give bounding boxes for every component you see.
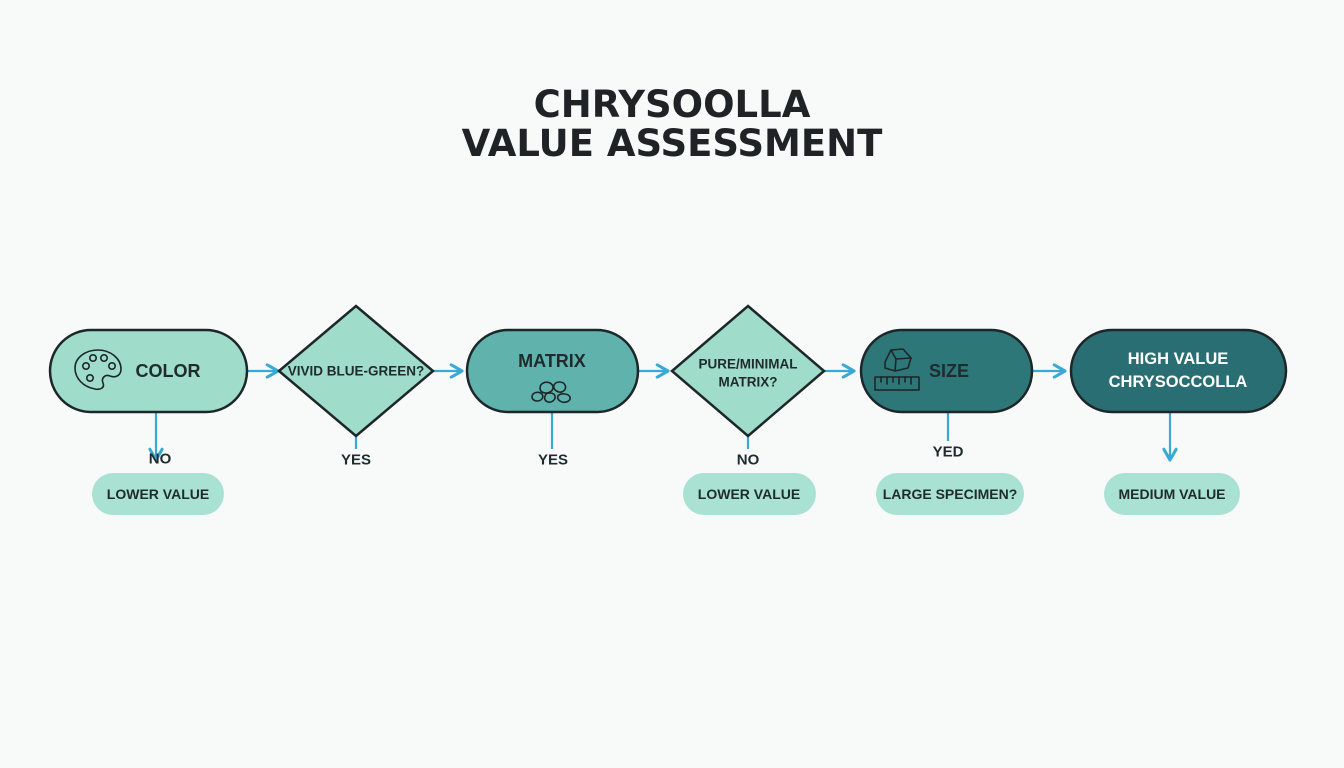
node-pure-label-2: MATRIX?: [719, 375, 778, 390]
node-pure-decision: PURE/MINIMAL MATRIX?: [670, 304, 826, 438]
vertical-connectors: [148, 412, 1178, 462]
pill-lower-value-2-label: LOWER VALUE: [698, 486, 800, 502]
outcome-medium-value: MEDIUM VALUE: [1104, 473, 1240, 515]
node-matrix-label: MATRIX: [518, 351, 586, 371]
title-line-2: VALUE ASSESSMENT: [462, 122, 883, 165]
node-matrix: MATRIX: [465, 328, 640, 414]
node-high-shape: [1069, 328, 1288, 414]
node-high-label-1: HIGH VALUE: [1128, 350, 1229, 368]
outcome-large-specimen: LARGE SPECIMEN?: [876, 473, 1024, 515]
outcome-pills: LOWER VALUE LOWER VALUE LARGE SPECIMEN? …: [92, 473, 1240, 515]
node-pure-label-1: PURE/MINIMAL: [699, 357, 798, 372]
pill-medium-value-label: MEDIUM VALUE: [1118, 486, 1225, 502]
node-size: SIZE: [859, 328, 1034, 414]
outcome-lower-value-2: LOWER VALUE: [683, 473, 816, 515]
outcome-lower-value-1: LOWER VALUE: [92, 473, 224, 515]
page-title: CHRYSOOLLA VALUE ASSESSMENT: [462, 83, 883, 165]
node-vivid-label: VIVID BLUE-GREEN?: [288, 364, 425, 379]
node-matrix-shape: [465, 328, 640, 414]
node-size-label: SIZE: [929, 361, 969, 381]
node-vivid-shape: [277, 304, 435, 438]
edge-label-vivid-yes: YES: [341, 452, 371, 469]
rock-ruler-icon: [874, 348, 920, 391]
pill-lower-value-2-shape: [683, 473, 816, 515]
pill-medium-value-shape: [1104, 473, 1240, 515]
node-high-label-2: CHRYSOCCOLLA: [1109, 373, 1248, 391]
pill-lower-value-1-shape: [92, 473, 224, 515]
pill-large-specimen-shape: [876, 473, 1024, 515]
node-vivid-decision: VIVID BLUE-GREEN?: [277, 304, 435, 438]
edge-label-matrix-yes: YES: [538, 452, 568, 469]
title-line-1: CHRYSOOLLA: [534, 83, 811, 126]
edge-label-pure-no: NO: [737, 452, 760, 469]
node-pure-shape: [670, 304, 826, 438]
edge-label-color-no: NO: [149, 451, 172, 468]
pill-large-specimen-label: LARGE SPECIMEN?: [883, 486, 1018, 502]
stones-icon: [531, 381, 571, 404]
pill-lower-value-1-label: LOWER VALUE: [107, 486, 209, 502]
node-color-label: COLOR: [136, 361, 201, 381]
node-color: COLOR: [48, 328, 249, 414]
edge-labels: NO YES YES NO YED: [149, 444, 964, 469]
edge-label-size-yed: YED: [933, 444, 964, 461]
palette-icon: [74, 349, 122, 391]
node-high-value: HIGH VALUE CHRYSOCCOLLA: [1069, 328, 1288, 414]
